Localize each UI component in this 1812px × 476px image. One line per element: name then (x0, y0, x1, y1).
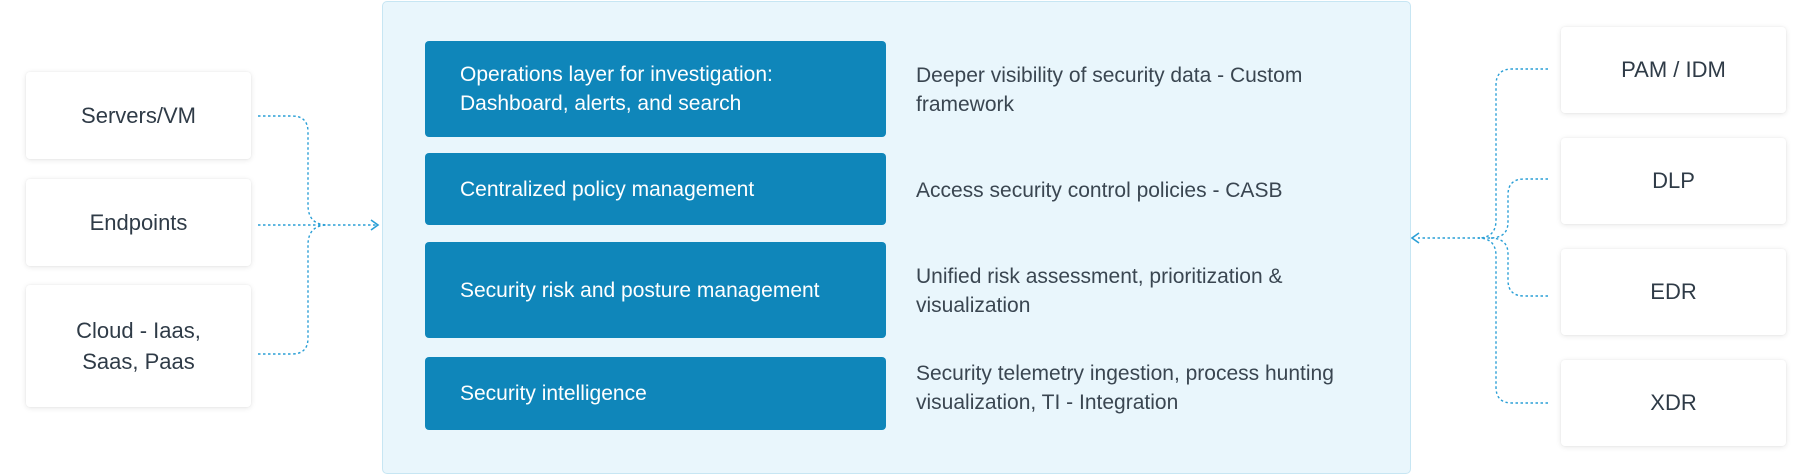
connector-xdr (1477, 237, 1548, 404)
connector-servers (258, 115, 329, 226)
integration-label: XDR (1650, 390, 1697, 415)
integration-label: PAM / IDM (1621, 57, 1726, 82)
arrowhead-right (1410, 232, 1420, 244)
layer-title: Operations layer for investigation: Dash… (460, 63, 773, 115)
layer-title: Centralized policy management (460, 177, 755, 201)
integration-edr: EDR (1561, 249, 1786, 335)
integration-pam-idm: PAM / IDM (1561, 27, 1786, 113)
integration-dlp: DLP (1561, 138, 1786, 224)
layer-policy-management-description: Access security control policies - CASB (916, 179, 1283, 202)
integration-label: EDR (1650, 279, 1697, 304)
connector-edr (1489, 237, 1548, 297)
source-label: Servers/VM (81, 103, 196, 128)
source-label: Cloud - Iaas, Saas, Paas (76, 318, 201, 374)
source-endpoints: Endpoints (26, 179, 251, 266)
source-servers-vm: Servers/VM (26, 72, 251, 159)
connector-cloud (258, 224, 329, 355)
layer-security-intelligence-description: Security telemetry ingestion, process hu… (916, 362, 1334, 414)
layer-security-intelligence: Security intelligence (425, 357, 886, 430)
source-label: Endpoints (89, 210, 188, 235)
source-cloud: Cloud - Iaas, Saas, Paas (26, 285, 251, 407)
connector-dlp (1489, 178, 1548, 239)
arrowhead-left (370, 219, 380, 231)
layer-title: Security risk and posture management (460, 278, 820, 302)
layer-risk-posture: Security risk and posture management (425, 242, 886, 338)
connector-pam (1477, 68, 1548, 239)
integration-xdr: XDR (1561, 360, 1786, 446)
layer-risk-posture-description: Unified risk assessment, prioritization … (916, 265, 1283, 317)
layer-operations-description: Deeper visibility of security data - Cus… (916, 64, 1303, 116)
layer-policy-management: Centralized policy management (425, 153, 886, 225)
integration-label: DLP (1652, 168, 1695, 193)
layer-title: Security intelligence (460, 382, 647, 405)
layer-operations: Operations layer for investigation: Dash… (425, 41, 886, 137)
